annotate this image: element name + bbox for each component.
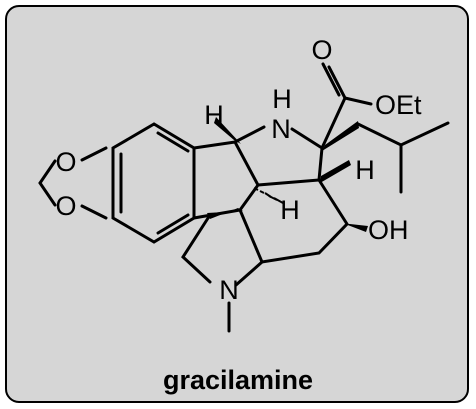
o-dioxole-top: O: [55, 147, 76, 177]
h-c4-label: H: [280, 195, 300, 225]
stereo-bonds: [207, 117, 368, 232]
skeleton-bonds: [38, 62, 450, 333]
nh-hydrogen-label: H: [272, 84, 292, 114]
h-c5-label: H: [355, 155, 375, 185]
figure-frame: [5, 5, 469, 403]
h-c1-label: H: [204, 100, 224, 130]
nh-nitrogen-label: N: [271, 114, 291, 144]
hydroxyl-label: OH: [368, 215, 409, 245]
carbonyl-oxygen-label: O: [311, 35, 332, 65]
compound-name: gracilamine: [163, 365, 313, 395]
atom-labels: O O H H N O OEt H H OH N: [55, 35, 422, 305]
oet-label: OEt: [375, 90, 422, 120]
n-methyl-label: N: [219, 275, 239, 305]
o-dioxole-bottom: O: [55, 191, 76, 221]
